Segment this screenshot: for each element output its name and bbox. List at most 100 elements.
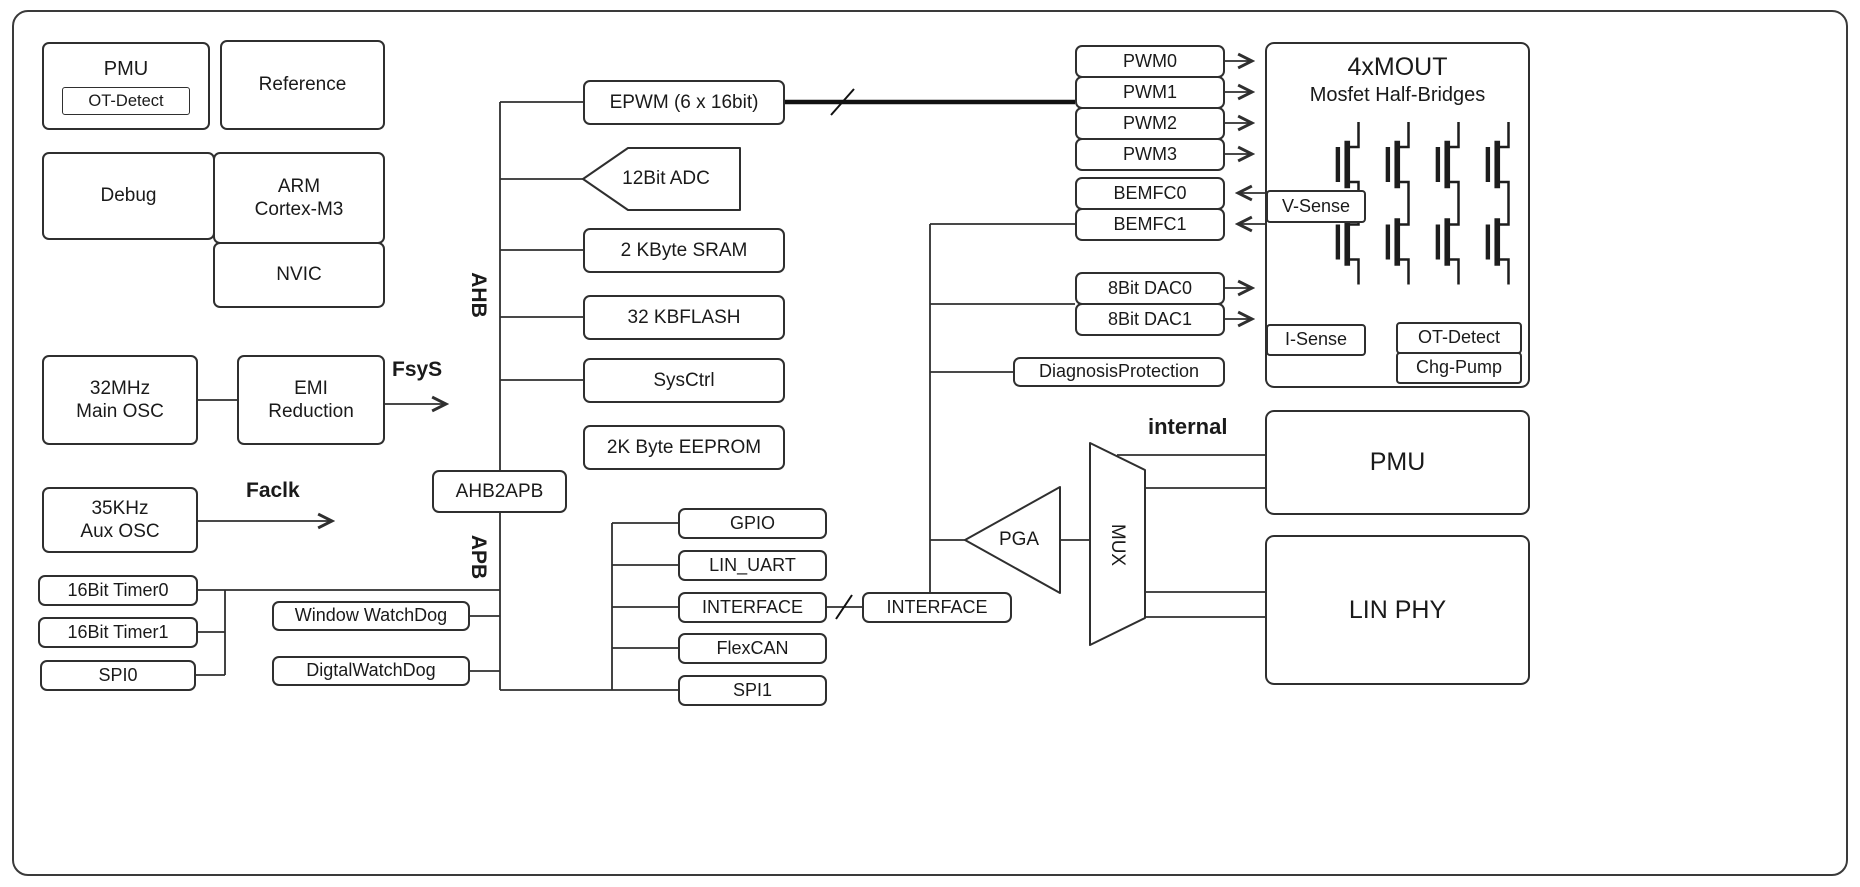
bemfc0-block: BEMFC0 <box>1075 177 1225 210</box>
bemfc1-block: BEMFC1 <box>1075 208 1225 241</box>
mux-label: MUX <box>1107 523 1128 567</box>
flash-block: 32 KBFLASH <box>583 295 785 340</box>
i-sense-label: I-Sense <box>1284 329 1348 350</box>
window-watchdog-label: Window WatchDog <box>294 605 448 626</box>
epwm-bus-slash <box>830 88 855 116</box>
sysctrl-block: SysCtrl <box>583 358 785 403</box>
pwm1-label: PWM1 <box>1123 81 1177 102</box>
v-sense-block: V-Sense <box>1266 190 1366 223</box>
arm-label-line1: ARM <box>277 175 321 197</box>
window-watchdog-block: Window WatchDog <box>272 601 470 631</box>
pga-shape <box>964 486 1061 594</box>
sram-block: 2 KByte SRAM <box>583 228 785 273</box>
nvic-label: NVIC <box>276 264 322 286</box>
pwm2-label: PWM2 <box>1123 112 1177 133</box>
i-sense-block: I-Sense <box>1266 324 1366 356</box>
pwm2-block: PWM2 <box>1075 107 1225 140</box>
ahb2apb-label: AHB2APB <box>455 480 544 502</box>
interface-right-block: INTERFACE <box>862 592 1012 623</box>
aux-osc-label-line2: Aux OSC <box>80 521 160 542</box>
epwm-label: EPWM (6 x 16bit) <box>609 91 759 113</box>
pwm0-label: PWM0 <box>1123 50 1177 71</box>
debug-label: Debug <box>100 185 157 207</box>
lin-uart-label: LIN_UART <box>709 554 796 575</box>
sram-label: 2 KByte SRAM <box>620 239 748 261</box>
mout-label-line2: Mosfet Half-Bridges <box>1309 83 1486 106</box>
flexcan-block: FlexCAN <box>678 633 827 664</box>
dac0-label: 8Bit DAC0 <box>1107 277 1193 298</box>
gpio-label: GPIO <box>729 512 775 533</box>
spi1-block: SPI1 <box>678 675 827 706</box>
pwm0-block: PWM0 <box>1075 45 1225 78</box>
apb-bus-label: APB <box>467 534 490 580</box>
dac1-label: 8Bit DAC1 <box>1107 308 1193 329</box>
reference-label: Reference <box>258 74 347 96</box>
main-osc-label-line1: 32MHz <box>89 377 151 399</box>
bemfc1-label: BEMFC1 <box>1113 213 1187 234</box>
lin-uart-block: LIN_UART <box>678 550 827 581</box>
main-osc-block: 32MHz Main OSC <box>42 355 198 445</box>
pga-label: PGA <box>998 529 1040 550</box>
spi0-block: SPI0 <box>40 660 196 691</box>
aux-osc-block: 35KHz Aux OSC <box>42 487 198 553</box>
interface-left-label: INTERFACE <box>701 596 803 617</box>
bemfc0-label: BEMFC0 <box>1113 182 1187 203</box>
arm-cortex-m3-block: ARM Cortex-M3 <box>213 152 385 244</box>
emi-reduction-block: EMI Reduction <box>237 355 385 445</box>
spi1-label: SPI1 <box>732 679 773 700</box>
ahb2apb-block: AHB2APB <box>432 470 567 513</box>
interface-bus-slash <box>835 594 853 620</box>
lin-phy-block: LIN PHY <box>1265 535 1530 685</box>
dac0-block: 8Bit DAC0 <box>1075 272 1225 305</box>
diagnosis-protection-label: DiagnosisProtection <box>1038 361 1200 382</box>
pmu-right-block: PMU <box>1265 410 1530 515</box>
digital-watchdog-block: DigtalWatchDog <box>272 656 470 686</box>
v-sense-label: V-Sense <box>1281 195 1351 216</box>
chg-pump-label: Chg-Pump <box>1415 357 1503 378</box>
pmu-left-label: PMU <box>103 58 149 80</box>
internal-label: internal <box>1148 414 1228 439</box>
lin-phy-label: LIN PHY <box>1348 595 1447 624</box>
diagram-border <box>12 10 1848 876</box>
gpio-block: GPIO <box>678 508 827 539</box>
spi0-label: SPI0 <box>98 664 138 685</box>
timer1-block: 16Bit Timer1 <box>38 617 198 648</box>
mout-label-line1: 4xMOUT <box>1347 53 1448 81</box>
arrow-lines <box>198 61 1266 521</box>
emi-label-line1: EMI <box>294 377 328 399</box>
adc-shape <box>582 147 741 211</box>
reference-block: Reference <box>220 40 385 130</box>
epwm-block: EPWM (6 x 16bit) <box>583 80 785 125</box>
interface-right-label: INTERFACE <box>886 596 988 617</box>
aux-osc-label-line1: 35KHz <box>91 497 149 519</box>
nvic-block: NVIC <box>213 242 385 308</box>
arm-label-line2: Cortex-M3 <box>254 199 344 220</box>
timer1-label: 16Bit Timer1 <box>67 621 169 642</box>
eeprom-label: 2K Byte EEPROM <box>606 436 762 458</box>
flash-label: 32 KBFLASH <box>627 306 741 328</box>
ahb-bus-label: AHB <box>467 272 490 318</box>
timer0-block: 16Bit Timer0 <box>38 575 198 606</box>
ot-detect-left-label: OT-Detect <box>88 92 164 111</box>
sysctrl-label: SysCtrl <box>653 369 715 391</box>
interface-left-block: INTERFACE <box>678 592 827 623</box>
emi-label-line2: Reduction <box>268 401 354 422</box>
fsys-label: FsyS <box>392 358 443 381</box>
faclk-label: Faclk <box>246 479 300 502</box>
debug-block: Debug <box>42 152 215 240</box>
dac1-block: 8Bit DAC1 <box>1075 303 1225 336</box>
diagnosis-protection-block: DiagnosisProtection <box>1013 357 1225 387</box>
ot-detect-left-block: OT-Detect <box>62 87 190 116</box>
pwm3-label: PWM3 <box>1123 143 1177 164</box>
main-osc-label-line2: Main OSC <box>76 401 164 422</box>
pmu-right-label: PMU <box>1369 448 1426 477</box>
pwm1-block: PWM1 <box>1075 76 1225 109</box>
eeprom-block: 2K Byte EEPROM <box>583 425 785 470</box>
pwm3-block: PWM3 <box>1075 138 1225 171</box>
adc-label: 12Bit ADC <box>622 168 710 189</box>
ot-detect-right-label: OT-Detect <box>1417 327 1501 348</box>
digital-watchdog-label: DigtalWatchDog <box>306 660 436 681</box>
chg-pump-block: Chg-Pump <box>1396 352 1522 384</box>
